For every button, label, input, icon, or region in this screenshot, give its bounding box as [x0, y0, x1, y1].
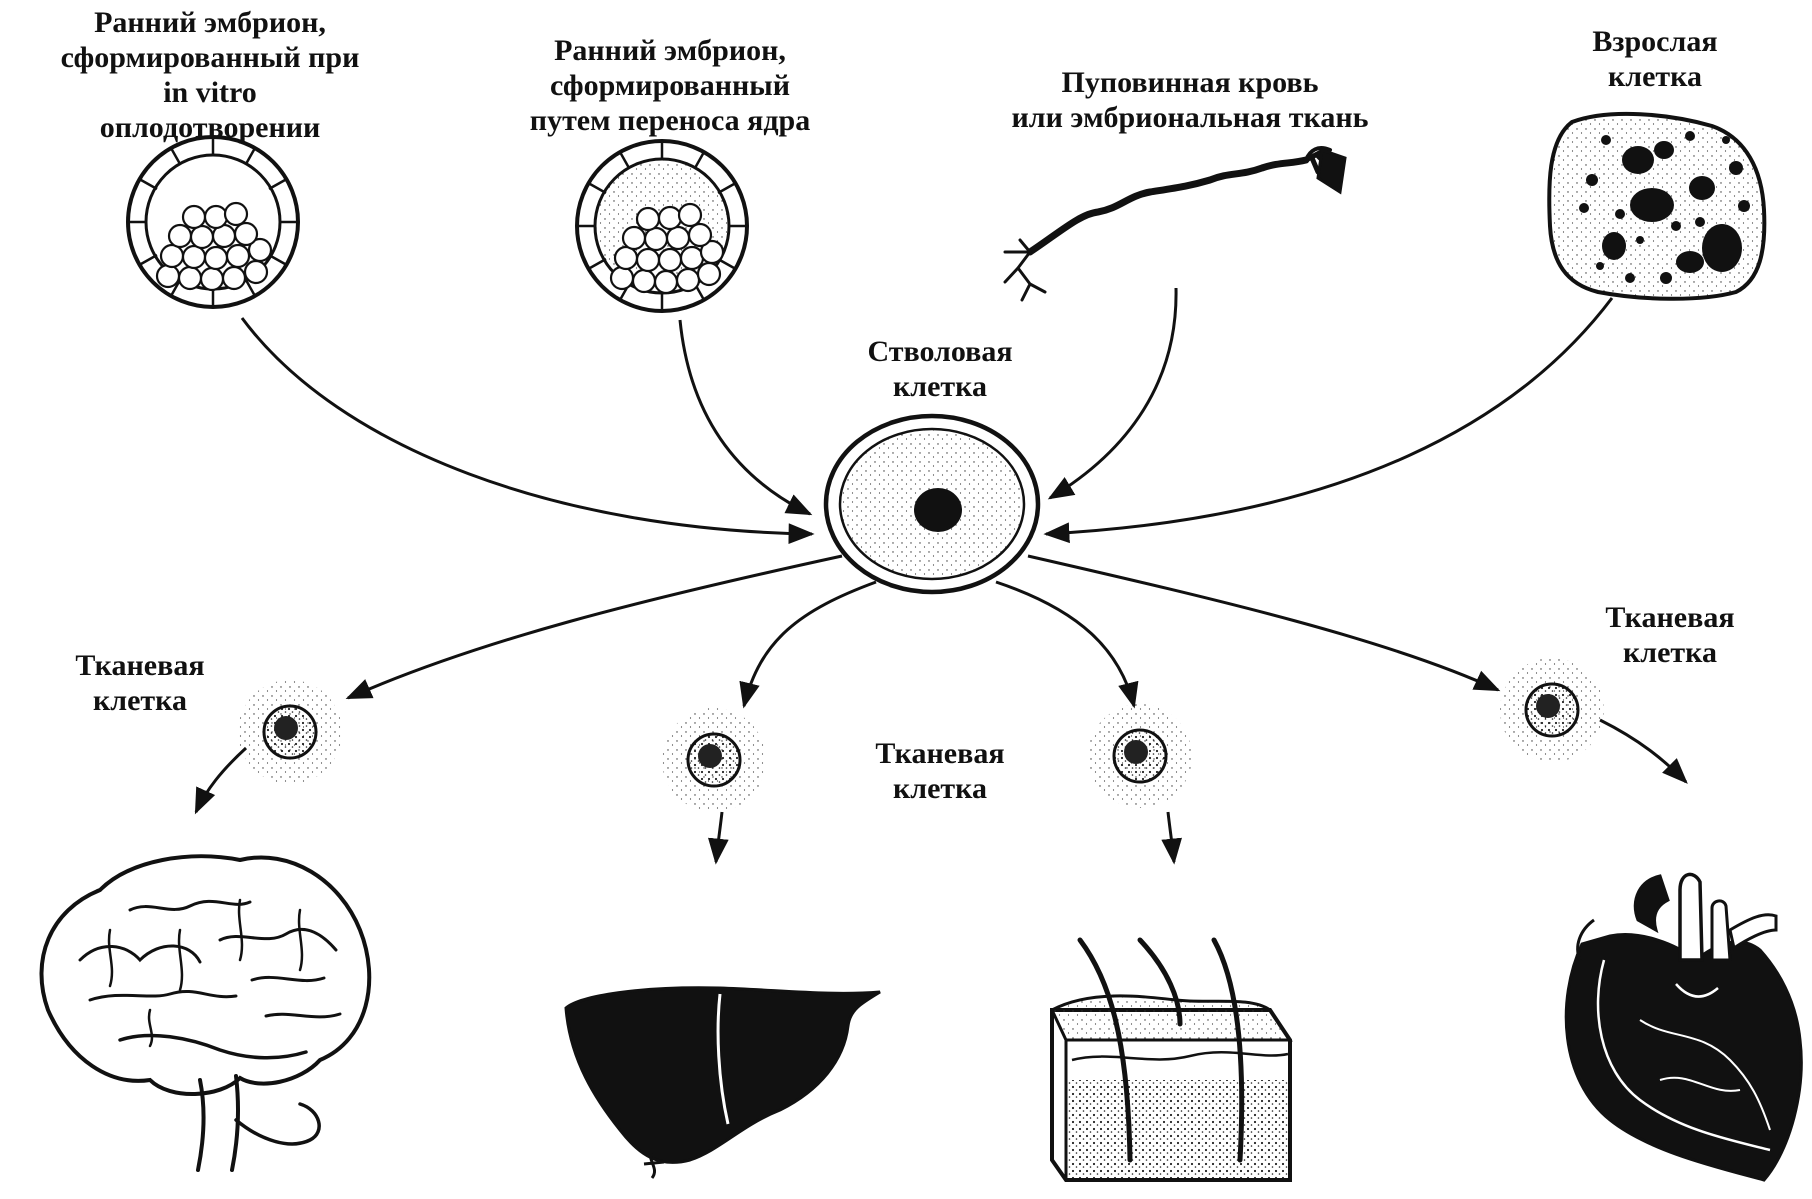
label-line: Тканевая [1560, 600, 1780, 635]
label-line: или эмбриональная ткань [960, 100, 1420, 135]
brain-icon [41, 856, 369, 1170]
label-line: клетка [30, 683, 250, 718]
label-stem-cell: Стволовая клетка [820, 334, 1060, 404]
arrow-cord-to-stem [1050, 288, 1176, 498]
label-line: клетка [1530, 59, 1780, 94]
ivf-embryo-icon [128, 137, 298, 307]
label-line: сформированный при [0, 40, 420, 75]
tissue-cell-2 [662, 708, 766, 812]
label-cord-blood: Пуповинная кровь или эмбриональная ткань [960, 65, 1420, 135]
label-line: in vitro [0, 75, 420, 110]
arrow-tissue-to-liver [716, 812, 722, 862]
arrow-stem-to-tissue-3 [996, 582, 1134, 706]
liver-icon [566, 988, 880, 1178]
arrow-stem-to-tissue-4 [1028, 556, 1498, 690]
label-line: Тканевая [830, 736, 1050, 771]
arrow-tissue-to-brain [196, 748, 246, 812]
label-line: путем переноса ядра [470, 103, 870, 138]
tissue-cell-4 [1500, 658, 1604, 762]
stem-cell-icon [826, 416, 1038, 592]
label-ivf-embryo: Ранний эмбрион, сформированный при in vi… [0, 5, 420, 145]
arrow-stem-to-tissue-2 [744, 582, 876, 706]
skin-icon [1052, 940, 1290, 1180]
label-tissue-cell-right: Тканевая клетка [1560, 600, 1780, 670]
arrow-stem-to-tissue-1 [348, 556, 842, 698]
arrow-tissue-to-heart [1600, 720, 1686, 782]
label-line: Пуповинная кровь [960, 65, 1420, 100]
label-line: клетка [820, 369, 1060, 404]
arrow-tissue-to-skin [1168, 812, 1174, 862]
nuclear-transfer-embryo-icon [577, 141, 747, 311]
heart-icon [1566, 874, 1801, 1180]
label-tissue-cell-left: Тканевая клетка [30, 648, 250, 718]
umbilical-cord-icon [1005, 148, 1345, 300]
adult-cell-icon [1549, 114, 1764, 299]
label-line: клетка [830, 771, 1050, 806]
label-line: оплодотворении [0, 110, 420, 145]
label-line: клетка [1560, 635, 1780, 670]
label-line: Тканевая [30, 648, 250, 683]
label-line: Взрослая [1530, 24, 1780, 59]
label-tissue-cell-middle: Тканевая клетка [830, 736, 1050, 806]
label-adult-cell: Взрослая клетка [1530, 24, 1780, 94]
tissue-cell-1 [238, 680, 342, 784]
label-line: сформированный [470, 68, 870, 103]
label-line: Ранний эмбрион, [470, 33, 870, 68]
label-nuclear-transfer-embryo: Ранний эмбрион, сформированный путем пер… [470, 33, 870, 138]
arrow-ivf-to-stem [242, 318, 812, 534]
arrow-nuclear-to-stem [680, 320, 810, 514]
tissue-cell-3 [1088, 704, 1192, 808]
arrow-adult-to-stem [1046, 298, 1612, 534]
label-line: Стволовая [820, 334, 1060, 369]
label-line: Ранний эмбрион, [0, 5, 420, 40]
